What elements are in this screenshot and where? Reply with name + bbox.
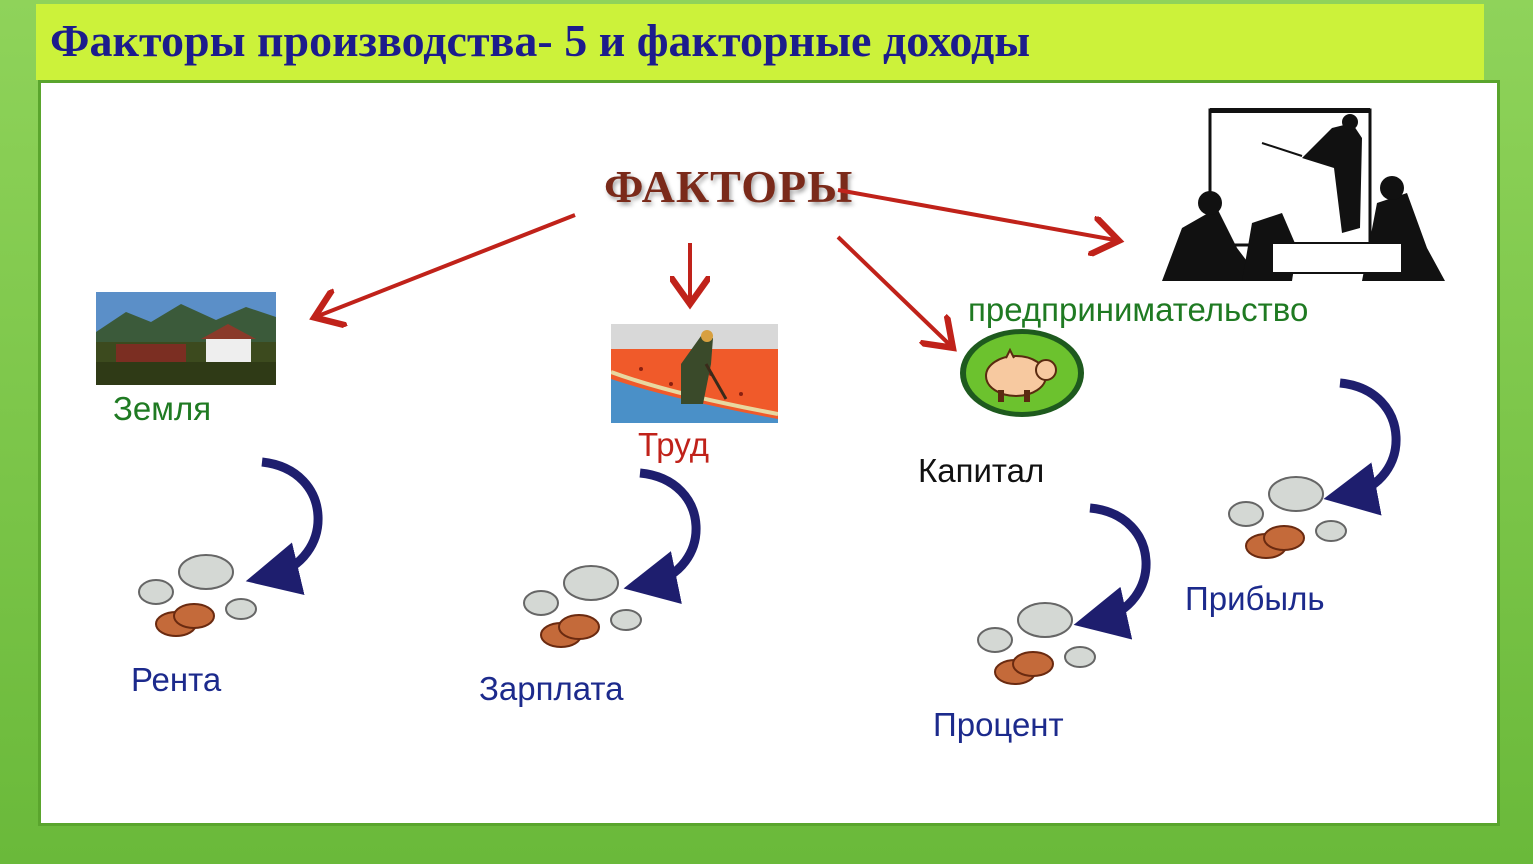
land-picture (96, 292, 276, 385)
curve-arrow-interest (1073, 503, 1151, 640)
title-bar (36, 4, 1484, 80)
piggy-bank-icon (960, 329, 1084, 417)
income-rent-label: Рента (131, 661, 222, 698)
curve-arrow-rent (245, 457, 323, 595)
arrow-to-capital (836, 235, 950, 345)
income-interest-label: Процент (933, 706, 1064, 743)
factors-heading: ФАКТОРЫ (604, 161, 854, 212)
factor-capital-label: Капитал (918, 452, 1045, 489)
labor-picture (611, 324, 778, 423)
coins-icon (138, 554, 257, 637)
slide-content-area (38, 80, 1500, 826)
factor-entrepreneurship-label: предпринимательство (968, 291, 1309, 328)
coins-icon (977, 602, 1096, 685)
income-profit-label: Прибыль (1185, 580, 1325, 617)
business-meeting-picture (1162, 108, 1445, 281)
factor-labor-label: Труд (638, 426, 709, 463)
arrow-to-land (318, 213, 576, 316)
income-wage-label: Зарплата (479, 670, 624, 707)
factor-land-label: Земля (113, 390, 212, 427)
curve-arrow-profit (1323, 378, 1401, 516)
arrow-to-entrepreneurship (837, 188, 1115, 240)
curve-arrow-wage (623, 468, 701, 604)
coins-icon (1228, 476, 1347, 559)
coins-icon (523, 565, 642, 648)
slide-title: Факторы производства- 5 и факторные дохо… (50, 15, 1031, 66)
